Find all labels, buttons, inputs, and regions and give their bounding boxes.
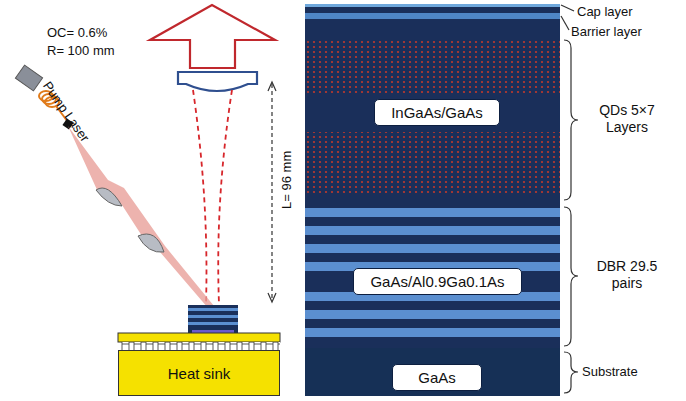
box-text: InGaAs/GaAs xyxy=(391,104,483,121)
layer-box: InGaAs/GaAs xyxy=(374,99,500,126)
section-label: Substrate xyxy=(582,364,638,380)
box-text: Heat sink xyxy=(168,365,231,382)
layer-label: Barrier layer xyxy=(571,24,642,40)
layer-box: GaAs xyxy=(392,364,482,391)
pump-beam xyxy=(68,126,214,308)
pump-label: Pump Laser xyxy=(40,79,93,145)
length-line xyxy=(271,84,272,300)
heat-sink-box: Heat sink xyxy=(118,350,280,396)
box-text: GaAs/Al0.9Ga0.1As xyxy=(370,273,504,290)
mirror-radius: R= 100 mm xyxy=(47,43,115,59)
lens xyxy=(138,234,164,252)
section-label: QDs 5×7 Layers xyxy=(582,102,672,136)
lens xyxy=(96,188,122,206)
heat-sink-fins xyxy=(118,342,280,350)
gain-chip xyxy=(188,305,238,333)
section-label: DBR 29.5 pairs xyxy=(582,258,672,292)
coupler-spec: OC= 0.6% xyxy=(47,25,107,41)
heat-sink-plate xyxy=(118,333,280,342)
layer-label: Cap layer xyxy=(577,4,633,20)
output-coupler xyxy=(178,72,257,91)
layer-stack xyxy=(305,4,560,396)
cavity-beam xyxy=(218,90,232,304)
brackets xyxy=(561,5,578,393)
length-arrowheads xyxy=(268,82,276,302)
cavity-beam xyxy=(193,90,206,304)
pump-laser-head xyxy=(15,65,42,91)
output-arrow xyxy=(150,5,275,68)
box-text: GaAs xyxy=(418,369,456,386)
layer-box: GaAs/Al0.9Ga0.1As xyxy=(353,268,522,295)
cavity-length: L= 96 mm xyxy=(279,151,295,209)
